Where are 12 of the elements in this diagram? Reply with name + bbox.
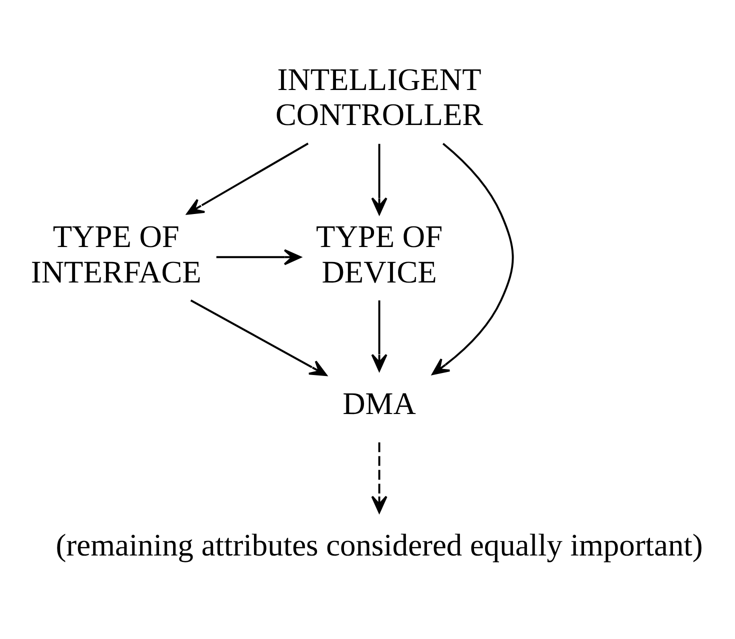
node-text: DMA [342,385,416,420]
node-text: INTELLIGENT CONTROLLER [275,61,484,132]
arrow [371,143,388,214]
arrow [216,248,302,265]
node-text: TYPE OF INTERFACE [30,218,202,289]
node-text: (remaining attributes considered equally important) [56,526,703,562]
arrow [432,142,514,375]
arrow [371,442,388,513]
arrow [190,299,328,376]
node-text: TYPE OF DEVICE [316,218,443,289]
arrow [371,300,388,371]
arrow [186,142,309,214]
